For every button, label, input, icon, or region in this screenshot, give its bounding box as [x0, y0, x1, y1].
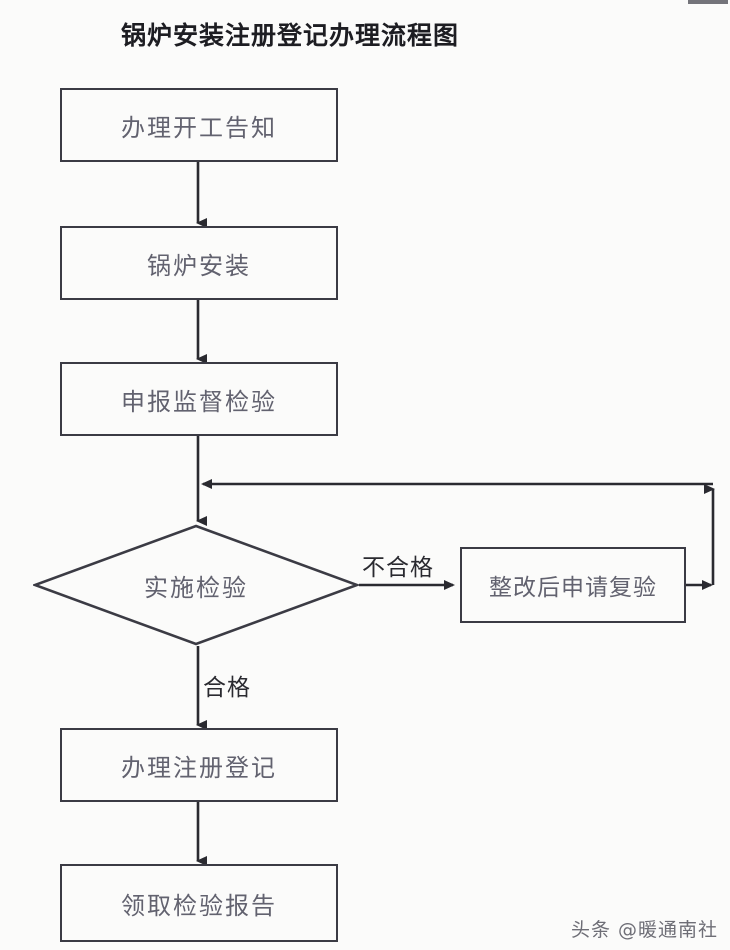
node-label: 办理开工告知	[121, 113, 277, 142]
watermark: 头条 @暖通南社	[570, 919, 718, 941]
diamond-shape	[33, 524, 359, 646]
node-process-7[interactable]: 领取检验报告	[60, 864, 338, 942]
page-title: 锅炉安装注册登记办理流程图	[120, 21, 459, 50]
node-process-2[interactable]: 锅炉安装	[60, 226, 338, 300]
node-process-6[interactable]: 办理注册登记	[60, 728, 338, 802]
edge-label-pass: 合格	[203, 675, 251, 701]
scan-artifact-mark	[688, 0, 728, 4]
node-process-3[interactable]: 申报监督检验	[60, 362, 338, 436]
node-label: 实施检验	[144, 573, 248, 602]
node-label: 整改后申请复验	[489, 575, 657, 601]
edge-label-fail: 不合格	[362, 555, 434, 581]
node-process-1[interactable]: 办理开工告知	[60, 88, 338, 162]
node-label: 办理注册登记	[121, 753, 277, 782]
node-label: 锅炉安装	[147, 251, 251, 280]
node-label: 领取检验报告	[121, 891, 277, 920]
node-process-5[interactable]: 整改后申请复验	[460, 547, 686, 623]
node-decision-4[interactable]: 实施检验	[33, 524, 359, 646]
node-label: 申报监督检验	[121, 387, 277, 416]
